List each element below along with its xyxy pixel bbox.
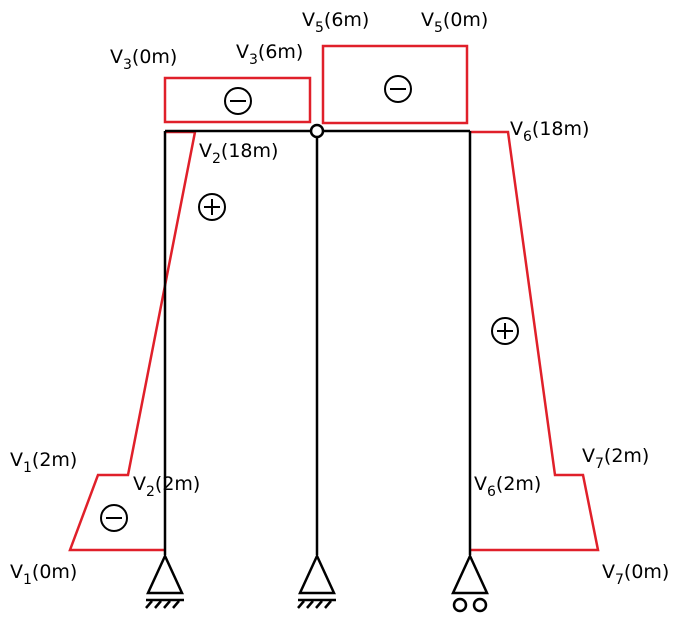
label-v3-6m: V3(6m): [236, 41, 303, 68]
beam-right-negative-region: [321, 44, 469, 125]
frame-structure: [163, 123, 472, 555]
value-labels: V3(0m) V3(6m) V5(6m) V5(0m) V2(18m) V6(1…: [10, 9, 669, 588]
label-v3-0m: V3(0m): [110, 46, 177, 73]
label-v7-0m: V7(0m): [602, 561, 669, 588]
pin-support-icon: [145, 553, 184, 609]
label-v1-2m: V1(2m): [10, 449, 77, 476]
plus-circle-icon: [198, 193, 226, 221]
minus-circle-icon: [100, 504, 128, 532]
right-column-diagram: [470, 130, 600, 552]
label-v6-18m: V6(18m): [510, 118, 589, 145]
supports: [145, 553, 489, 613]
label-v6-2m: V6(2m): [474, 473, 541, 500]
label-v5-6m: V5(6m): [302, 9, 369, 36]
label-v2-18m: V2(18m): [199, 140, 278, 167]
label-v1-0m: V1(0m): [10, 561, 77, 588]
shear-diagram: [68, 44, 600, 552]
plus-circle-icon: [491, 317, 519, 345]
pin-support-icon: [297, 553, 336, 609]
label-v2-2m: V2(2m): [133, 473, 200, 500]
label-v7-2m: V7(2m): [582, 445, 649, 472]
minus-circle-icon: [384, 75, 412, 103]
roller-support-icon: [451, 553, 489, 613]
beam-left-negative-region: [163, 76, 312, 124]
hinge-icon: [309, 123, 325, 139]
sign-symbols: [100, 75, 519, 532]
label-v5-0m: V5(0m): [421, 9, 488, 36]
minus-circle-icon: [224, 87, 252, 115]
